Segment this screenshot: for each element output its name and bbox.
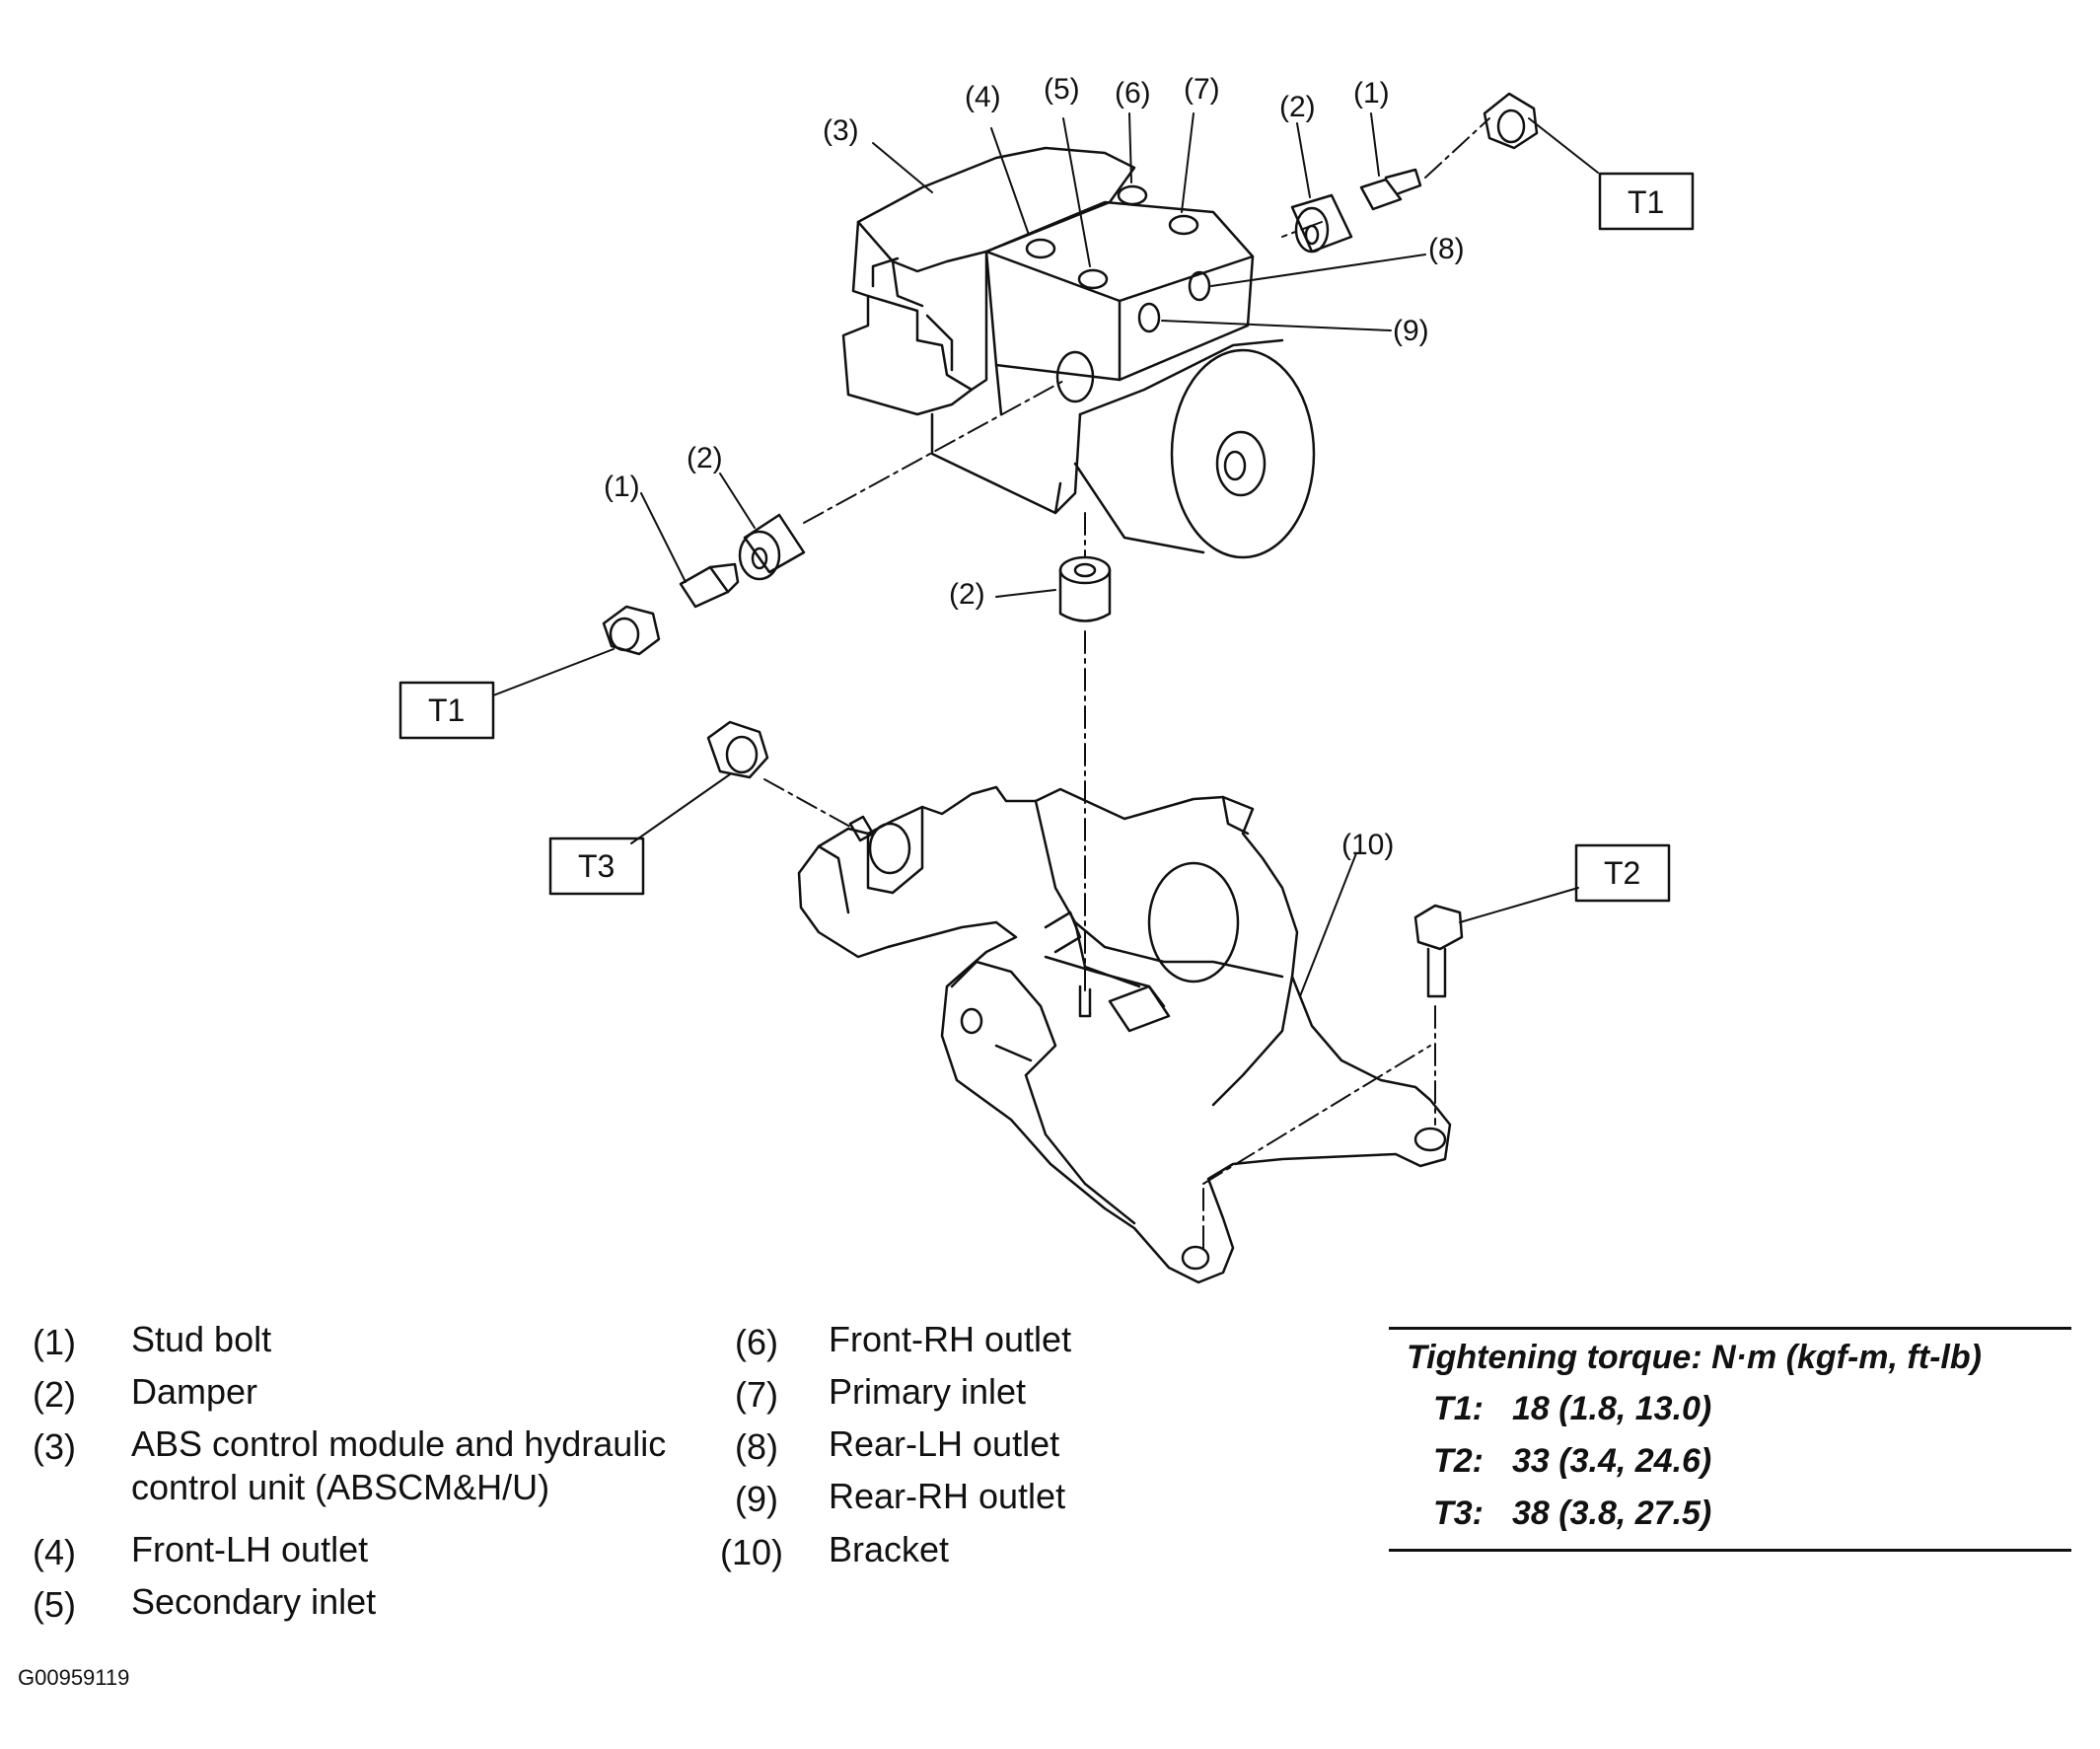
damper-top-right <box>1290 193 1353 254</box>
callout-5: (5) <box>1044 73 1080 106</box>
callout-1-left: (1) <box>604 471 640 503</box>
abs-control-module <box>841 146 1316 559</box>
callout-2-bottom: (2) <box>949 578 985 611</box>
table-bottom-rule <box>1389 1549 2071 1552</box>
callout-1-top: (1) <box>1353 77 1390 109</box>
secondary-inlet-port <box>1077 268 1109 290</box>
leader-lines <box>492 112 1599 997</box>
callout-8: (8) <box>1428 233 1465 265</box>
bracket <box>797 785 1452 1284</box>
parts-legend-right: (6) Front-RH outlet (7) Primary inlet (8… <box>720 1319 1072 1572</box>
stud-bolt-left <box>679 562 740 609</box>
bolt-t2 <box>1413 904 1464 998</box>
callout-10: (10) <box>1341 829 1394 861</box>
tightening-torque-table: Tightening torque: N·m (kgf-m, ft-lb) T1… <box>1389 1327 2071 1554</box>
damper-left <box>738 513 806 581</box>
torque-box-t1-top <box>1598 172 1695 231</box>
callout-labels: (4) (5) (6) (7) (3) (2) (1) (8) (9) (1) … <box>428 73 1664 891</box>
center-lines <box>763 117 1490 1249</box>
rear-lh-outlet-port <box>1188 270 1211 302</box>
damper-bottom <box>1058 555 1112 622</box>
torque-box-t3 <box>548 837 645 896</box>
front-lh-outlet-port <box>1025 238 1056 259</box>
parts-legend-left: (1) Stud bolt (2) Damper (3) ABS control… <box>33 1319 667 1625</box>
torque-label-t1-top: T1 <box>1628 184 1664 220</box>
callout-6: (6) <box>1115 77 1151 109</box>
flange-nut-t1-left <box>602 605 661 656</box>
callout-9: (9) <box>1393 315 1429 347</box>
abs-unit-exploded-diagram: (4) (5) (6) (7) (3) (2) (1) (8) (9) (1) … <box>398 73 1695 1284</box>
callout-2-top: (2) <box>1279 91 1316 123</box>
stud-bolt-top-right <box>1359 168 1422 211</box>
torque-label-t1-left: T1 <box>428 692 465 728</box>
flange-nut-t1-top <box>1483 92 1539 150</box>
flange-nut-t3 <box>706 720 875 842</box>
primary-inlet-port <box>1168 214 1199 236</box>
table-top-rule <box>1389 1327 2071 1330</box>
torque-label-t3: T3 <box>578 848 615 884</box>
figure-code: G00959119 <box>18 1665 130 1690</box>
torque-table-title: Tightening torque: N·m (kgf-m, ft-lb) <box>1407 1339 1982 1376</box>
pump-motor <box>1170 348 1316 559</box>
rear-rh-outlet-port <box>1137 302 1161 333</box>
callout-2-left: (2) <box>687 442 723 474</box>
callout-4: (4) <box>965 81 1001 113</box>
callout-3: (3) <box>823 114 859 147</box>
torque-label-t2: T2 <box>1604 855 1640 891</box>
torque-box-t2 <box>1574 843 1671 903</box>
front-rh-outlet-port <box>1117 184 1148 206</box>
torque-box-t1-left <box>398 681 495 740</box>
callout-7: (7) <box>1184 73 1220 106</box>
